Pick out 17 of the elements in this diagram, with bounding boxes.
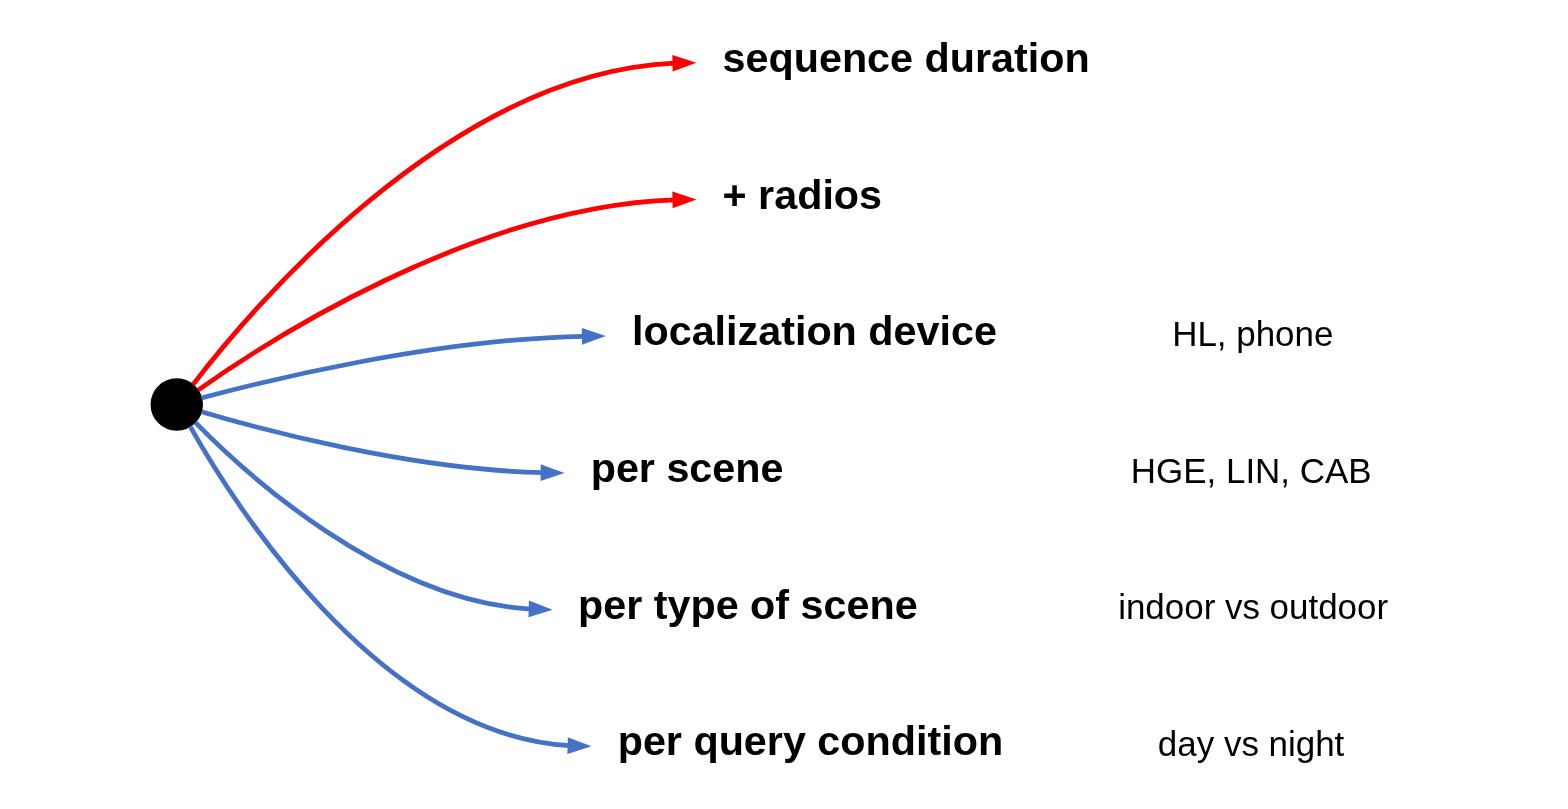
node-text: localization device (631, 308, 997, 355)
node-text: + radios (722, 171, 882, 218)
node-text: sequence duration (722, 35, 1090, 82)
node-text: per type of scene (577, 581, 918, 628)
node-label: HL, phone (1171, 313, 1333, 353)
arrow (190, 54, 696, 387)
node-text: per scene (590, 445, 784, 492)
node-label: HGE, LIN, CAB (1130, 450, 1372, 490)
arrow (200, 409, 564, 481)
arrow (187, 425, 592, 754)
node-text: per query condition (617, 718, 1003, 765)
node-label: indoor vs outdoor (1117, 587, 1388, 627)
node-label: day vs night (1157, 723, 1344, 763)
node-circle (150, 378, 203, 431)
arrow (196, 191, 696, 393)
arrow (200, 327, 606, 401)
arrow (193, 421, 553, 618)
